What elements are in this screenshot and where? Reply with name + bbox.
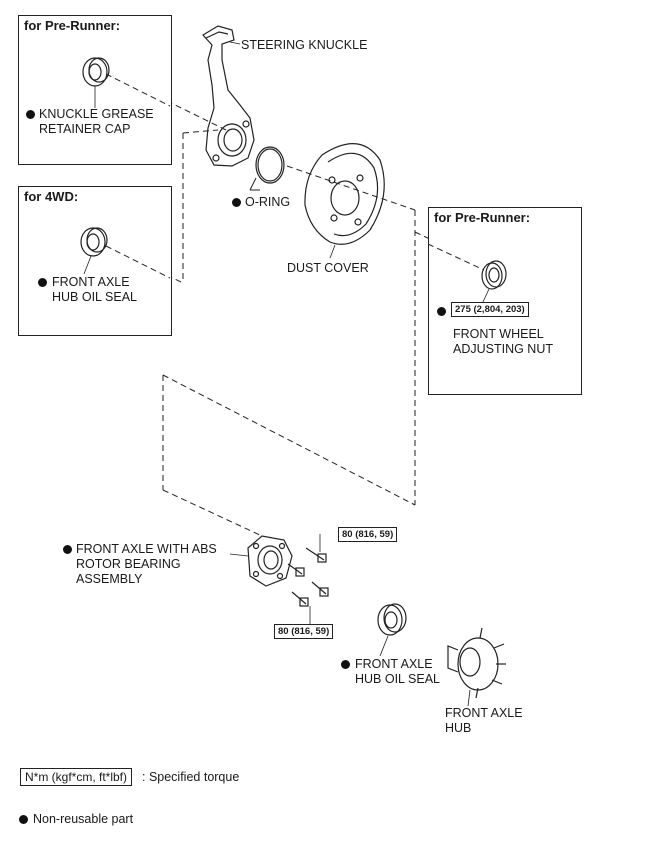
axle-hub-part [447,627,506,707]
bolt-middle [287,563,305,577]
hub-oil-seal-label: FRONT AXLE HUB OIL SEAL [355,657,440,686]
steering-knuckle-part [202,25,255,167]
bolt-lower-right [309,581,329,624]
adjusting-nut-torque: 275 (2,804, 203) [451,302,529,317]
hub-oil-seal-part [377,603,407,657]
grease-cap-nonreusable-dot [26,110,35,119]
bolt-top-torque: 80 (816, 59) [338,527,398,542]
legend-nonreusable-dot [19,815,28,824]
grease-cap-label: KNUCKLE GREASE RETAINER CAP [39,107,154,136]
prerunner-box-right-title: for Pre-Runner: [434,210,531,225]
steering-knuckle-label: STEERING KNUCKLE [241,38,368,52]
prerunner-box-right: for Pre-Runner: [428,207,582,395]
prerunner-box-top-title: for Pre-Runner: [24,18,121,33]
bearing-assembly-label: FRONT AXLE WITH ABS ROTOR BEARING ASSEMB… [76,542,217,586]
bearing-assembly-part [229,535,293,587]
axle-hub-label: FRONT AXLE HUB [445,706,523,735]
adjusting-nut-dot [437,307,446,316]
dust-cover-label: DUST COVER [287,261,369,275]
legend-nonreusable-text: Non-reusable part [33,812,134,826]
oring-nonreusable-dot [232,198,241,207]
prerunner-box-top: for Pre-Runner: [18,15,172,165]
legend-torque-text: : Specified torque [142,770,240,784]
fourwd-box-title: for 4WD: [24,189,79,204]
bolt-bottom-torque: 80 (816, 59) [274,624,334,639]
bolt-top [305,534,327,563]
adjusting-nut-label: FRONT WHEEL ADJUSTING NUT [453,327,553,356]
bearing-assembly-dot [63,545,72,554]
hub-oil-seal-box-dot [38,278,47,287]
oring-part [249,146,285,191]
legend-torque-unit: N*m (kgf*cm, ft*lbf) [20,768,133,786]
fourwd-box: for 4WD: [18,186,172,336]
hub-oil-seal-box-label: FRONT AXLE HUB OIL SEAL [52,275,137,304]
hub-oil-seal-dot [341,660,350,669]
dust-cover-part [304,143,385,259]
bolt-lower-left [291,591,309,607]
bolts [287,534,329,624]
oring-label: O-RING [245,195,291,209]
